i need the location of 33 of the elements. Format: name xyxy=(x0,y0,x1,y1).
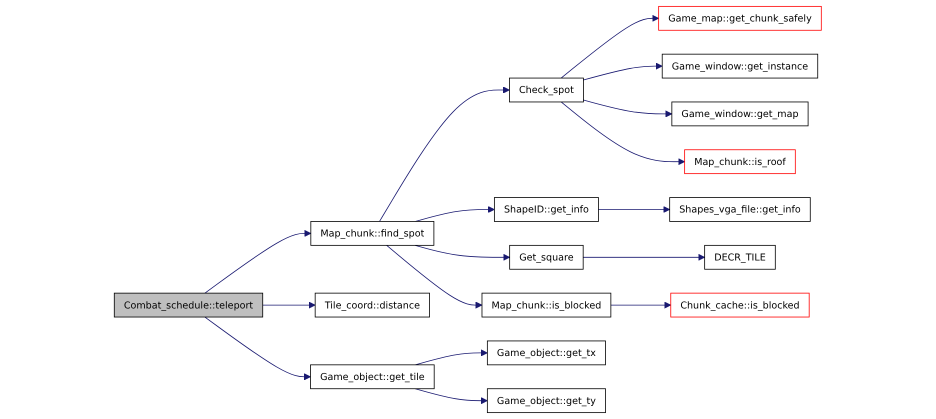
node-box: Shapes_vga_file::get_info xyxy=(669,197,811,222)
node-box: Map_chunk::is_blocked xyxy=(482,292,612,318)
node-box: Map_chunk::find_spot xyxy=(310,221,434,246)
node-box: DECR_TILE xyxy=(704,244,776,270)
node-box: Game_window::get_instance xyxy=(662,54,818,78)
arrow xyxy=(204,316,312,380)
arrow xyxy=(560,14,660,78)
arrow xyxy=(415,388,488,404)
arrow xyxy=(415,244,510,261)
arrow xyxy=(204,230,312,294)
node-box: Game_window::get_map xyxy=(672,102,809,126)
arrow xyxy=(610,302,672,309)
node-box: Tile_coord::distance xyxy=(314,292,430,318)
node-box: Game_map::get_chunk_safely xyxy=(658,6,822,31)
arrow xyxy=(560,102,686,166)
node-box: ShapeID::get_info xyxy=(494,197,600,222)
node-box: Map_chunk::is_roof xyxy=(684,149,796,174)
node-box: Check_spot xyxy=(509,78,584,102)
arrow xyxy=(386,244,482,309)
arrow xyxy=(582,254,706,261)
arrow xyxy=(415,349,488,366)
arrow xyxy=(262,302,316,309)
arrow xyxy=(583,100,672,118)
node-box: Game_object::get_tile xyxy=(310,364,435,390)
node-box: Game_object::get_ty xyxy=(487,388,606,414)
node-box: Game_object::get_tx xyxy=(487,340,606,366)
arrow xyxy=(583,62,663,80)
node-box: Get_square xyxy=(509,244,584,270)
arrow xyxy=(379,86,510,222)
node-box: Combat_schedule::teleport xyxy=(114,292,264,318)
arrow xyxy=(598,206,670,213)
arrow xyxy=(415,206,495,222)
node-box: Chunk_cache::is_blocked xyxy=(670,292,810,318)
